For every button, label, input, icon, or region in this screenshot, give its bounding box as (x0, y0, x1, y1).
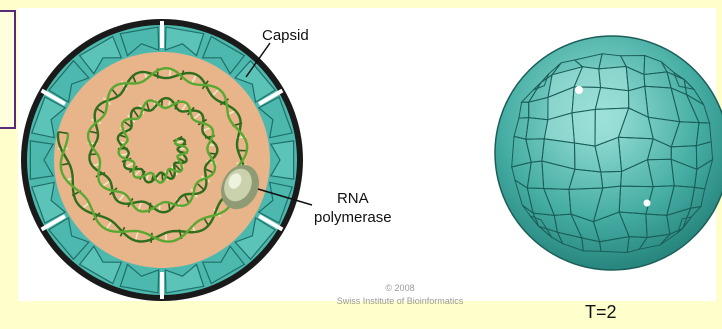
rna-label-line1: RNA (314, 189, 392, 208)
fivefold-vertex (575, 86, 583, 94)
triangulation-number: T=2 (585, 302, 617, 323)
capsid-tile (599, 67, 629, 91)
copyright-year: © 2008 (300, 282, 500, 295)
capsid-tile (595, 88, 628, 110)
rna-label-line2: polymerase (314, 208, 392, 227)
capsid-label: Capsid (262, 27, 309, 44)
capsid-tile (572, 109, 595, 146)
copyright-org: Swiss Institute of Bioinformatics (300, 295, 500, 308)
rna-polymerase-label: RNA polymerase (314, 189, 392, 227)
copyright-notice: © 2008 Swiss Institute of Bioinformatics (300, 282, 500, 308)
t2-capsid-sphere (495, 36, 722, 270)
fivefold-vertex (644, 200, 651, 207)
dna-base-pair (151, 233, 152, 243)
virus-cross-section (21, 19, 312, 301)
